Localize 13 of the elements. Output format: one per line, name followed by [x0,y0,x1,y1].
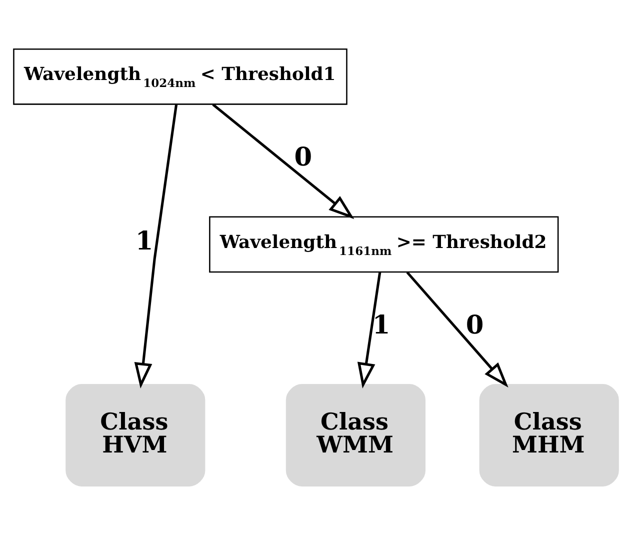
arrow [212,104,354,220]
node-box: Class MHM [479,384,619,487]
edge-label: 0 [466,310,484,340]
node-box: Class HVM [66,384,206,487]
edge-label: 0 [294,142,312,173]
arrow [134,104,178,388]
node-box: Wavelength$_{1161nm}$ >= Threshold2 [209,216,559,273]
edge-label: 1 [372,310,390,340]
node-box: Class WMM [286,384,426,487]
arrow [406,271,508,388]
node-box: Wavelength$_{1024nm}$ < Threshold1 [13,48,348,105]
edge-label: 1 [135,226,154,257]
arrow [357,272,382,388]
